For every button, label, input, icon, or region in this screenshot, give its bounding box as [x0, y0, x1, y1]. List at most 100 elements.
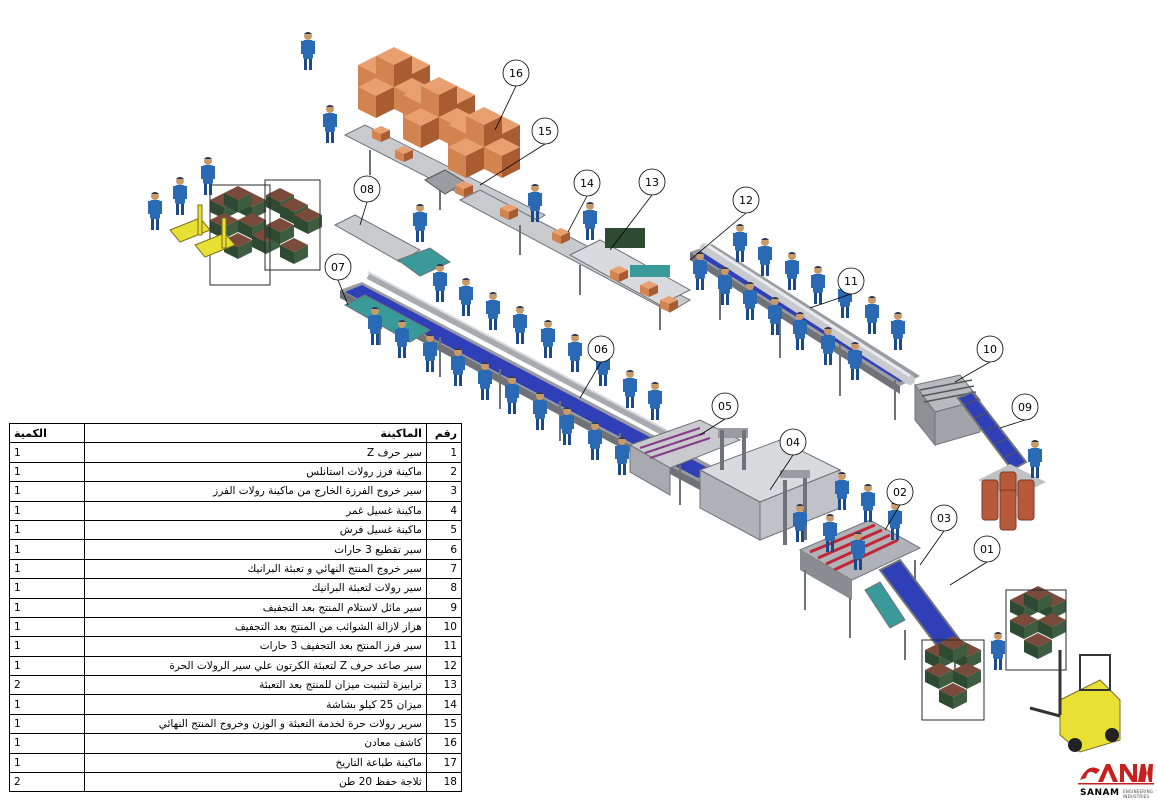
row-qty: 1 — [8, 539, 86, 560]
callout-12: 12 — [732, 186, 760, 214]
header-qty: الكمية — [8, 422, 86, 444]
svg-text:06: 06 — [594, 343, 608, 356]
row-machine: سير رولات لتعبئة البرانيك — [84, 578, 427, 599]
callout-06: 06 — [587, 335, 615, 363]
packing-conveyors — [343, 124, 692, 330]
svg-text:09: 09 — [1018, 401, 1032, 414]
sanam-logo: SANAM ENGINEERING INDUSTRIES — [1078, 760, 1154, 800]
callout-11: 11 — [837, 267, 865, 295]
row-qty: 1 — [8, 713, 86, 735]
svg-text:15: 15 — [538, 125, 552, 138]
carton-stacks — [358, 47, 520, 178]
header-machine: الماكينة — [84, 422, 427, 444]
row-qty: 1 — [8, 500, 86, 521]
row-num: 18 — [425, 772, 463, 793]
row-qty: 1 — [8, 578, 86, 599]
row-num: 6 — [425, 539, 463, 560]
logo-subtitle-2: INDUSTRIES — [1123, 794, 1150, 799]
row-num: 14 — [425, 694, 463, 715]
row-num: 9 — [425, 597, 463, 618]
row-qty: 1 — [8, 481, 86, 502]
row-num: 5 — [425, 519, 463, 541]
roller-conveyor-08 — [333, 214, 451, 277]
svg-text:08: 08 — [360, 183, 374, 196]
callout-03: 03 — [930, 504, 958, 532]
svg-text:10: 10 — [983, 343, 997, 356]
row-machine: سرير رولات حرة لخدمة التعبئة و الوزن وخر… — [84, 713, 427, 735]
forklift — [1029, 650, 1121, 753]
callouts — [337, 85, 1026, 586]
row-machine: ميزان 25 كيلو بشاشة — [84, 694, 427, 715]
crate-stacks-right — [921, 586, 1067, 721]
brush-washer-05 — [628, 419, 742, 496]
row-qty: 1 — [8, 655, 86, 677]
svg-text:16: 16 — [509, 67, 523, 80]
row-machine: سير تقطيع 3 حارات — [84, 539, 427, 560]
row-num: 16 — [425, 733, 463, 754]
row-machine: ماكينة فرز رولات استانلس — [84, 461, 427, 483]
header-num: رقم — [425, 422, 463, 444]
table-header-row: رقم الماكينة الكمية — [8, 422, 463, 444]
svg-text:13: 13 — [645, 176, 659, 189]
callout-07: 07 — [324, 253, 352, 281]
row-machine: هزاز لازالة الشوائب من المنتج بعد التجفي… — [84, 616, 427, 638]
row-machine: سير مائل لاستلام المنتج بعد التجفيف — [84, 597, 427, 618]
row-num: 10 — [425, 616, 463, 638]
row-num: 12 — [425, 655, 463, 677]
row-qty: 2 — [8, 772, 86, 793]
callout-02: 02 — [886, 478, 914, 506]
row-qty: 1 — [8, 636, 86, 657]
row-machine: سير صاعد حرف Z لتعبئة الكرتون علي سير ال… — [84, 655, 427, 677]
row-qty: 1 — [8, 597, 86, 618]
row-qty: 1 — [8, 616, 86, 638]
callout-09: 09 — [1011, 393, 1039, 421]
row-qty: 1 — [8, 461, 86, 483]
row-num: 3 — [425, 481, 463, 502]
callout-13: 13 — [638, 168, 666, 196]
row-machine: ثلاجة حفظ 20 طن — [84, 772, 427, 793]
brown-bins — [978, 464, 1046, 531]
svg-text:02: 02 — [893, 486, 907, 499]
row-machine: سير خروج المنتج النهائي و تعبئة البرانيك — [84, 558, 427, 580]
row-num: 2 — [425, 461, 463, 483]
svg-text:11: 11 — [844, 275, 858, 288]
row-num: 13 — [425, 675, 463, 696]
crate-stacks-left — [169, 179, 322, 286]
svg-text:03: 03 — [937, 512, 951, 525]
row-qty: 1 — [8, 519, 86, 541]
row-num: 17 — [425, 752, 463, 774]
row-num: 1 — [425, 442, 463, 463]
row-machine: سير حرف Z — [84, 442, 427, 463]
row-num: 4 — [425, 500, 463, 521]
row-machine: ماكينة طباعة التاريخ — [84, 752, 427, 774]
row-qty: 1 — [8, 752, 86, 774]
callout-01: 01 — [973, 535, 1001, 563]
row-machine: سير فرز المنتج بعد التجفيف 3 حارات — [84, 636, 427, 657]
svg-text:01: 01 — [980, 543, 994, 556]
row-machine: كاشف معادن — [84, 733, 427, 754]
row-qty: 1 — [8, 442, 86, 463]
row-num: 8 — [425, 578, 463, 599]
callout-14: 14 — [573, 169, 601, 197]
callout-04: 04 — [779, 428, 807, 456]
callout-05: 05 — [711, 392, 739, 420]
row-machine: ترابيزة لتثبيت ميزان للمنتج بعد التعبئة — [84, 675, 427, 696]
logo-name: SANAM — [1080, 788, 1120, 798]
immersion-washer-04 — [698, 428, 842, 545]
row-machine: ماكينة غسيل غمر — [84, 500, 427, 521]
row-num: 15 — [425, 713, 463, 735]
